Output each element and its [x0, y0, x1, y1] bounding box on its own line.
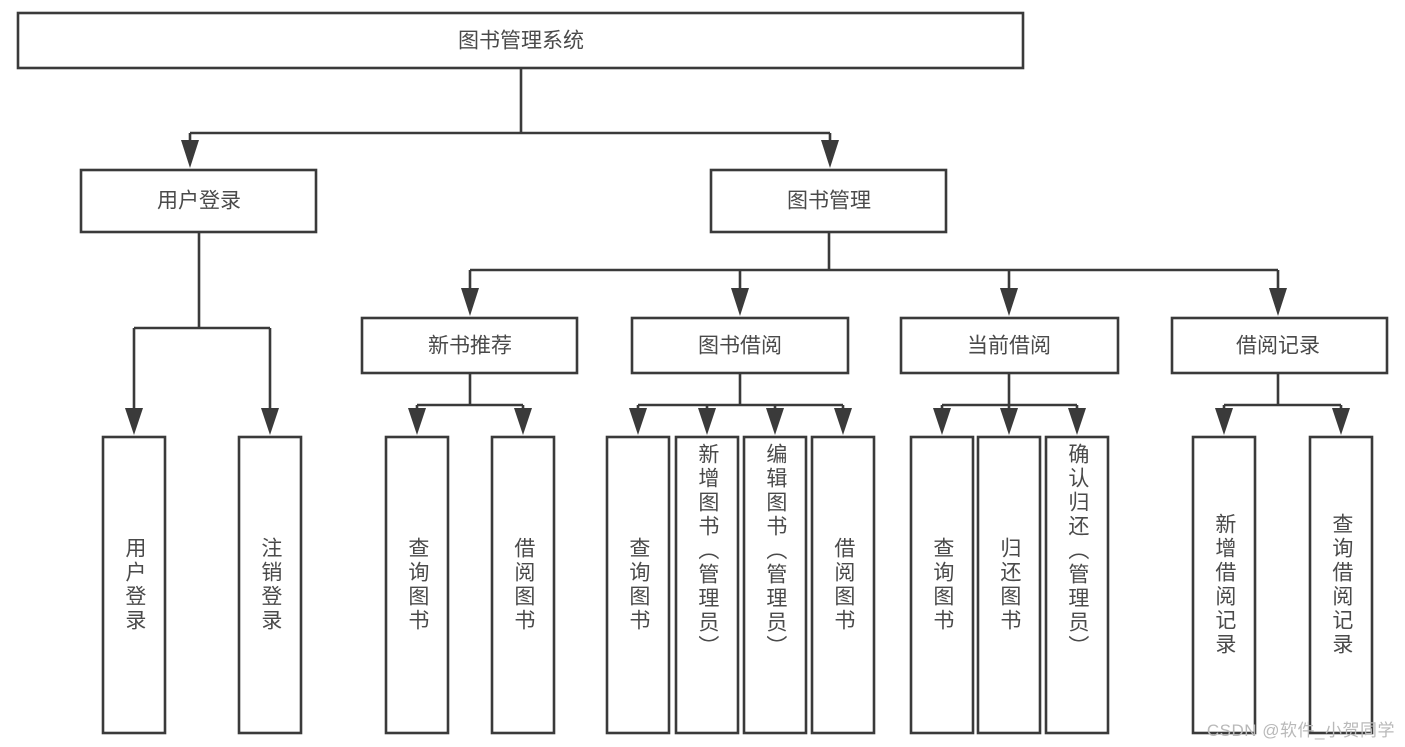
arrowhead-leaf-logout [261, 408, 279, 435]
arrowhead-borrowrecord-leaf-2 [1332, 408, 1350, 435]
node-root-label: 图书管理系统 [458, 30, 584, 53]
node-current-borrow[interactable] [899, 316, 1120, 375]
node-book-management[interactable] [709, 168, 948, 234]
arrowhead-user-login [181, 140, 199, 168]
arrowhead-bookborrow-leaf-3 [766, 408, 784, 435]
arrowhead-new-book [461, 288, 479, 316]
arrowhead-borrowrecord-leaf-1 [1215, 408, 1233, 435]
node-current-borrow-label: 当前借阅 [967, 335, 1051, 358]
arrowhead-bookborrow-leaf-4 [834, 408, 852, 435]
arrowhead-leaf-user-login [125, 408, 143, 435]
arrowhead-currentborrow-leaf-2 [1000, 408, 1018, 435]
node-borrow-record[interactable] [1170, 316, 1389, 375]
leaf-user-login-2[interactable] [237, 435, 303, 735]
leaf-book-borrow-3[interactable] [742, 435, 808, 735]
leaf-book-borrow-1[interactable] [605, 435, 671, 735]
arrowhead-currentborrow-leaf-3 [1068, 408, 1086, 435]
node-user-login[interactable] [79, 168, 318, 234]
leaf-borrow-record-2[interactable] [1308, 435, 1374, 735]
node-borrow-record-label: 借阅记录 [1236, 335, 1320, 358]
arrowhead-newbook-leaf-1 [408, 408, 426, 435]
watermark-text: CSDN @软件_小贺同学 [1206, 721, 1395, 740]
node-new-book-recommend-label: 新书推荐 [428, 335, 512, 358]
node-root[interactable] [16, 11, 1025, 70]
arrowhead-current-borrow [1000, 288, 1018, 316]
connector-layer [125, 68, 1350, 435]
node-new-book-recommend[interactable] [360, 316, 579, 375]
leaf-current-borrow-2[interactable] [976, 435, 1042, 735]
leaf-book-borrow-4[interactable] [810, 435, 876, 735]
leaf-current-borrow-3[interactable] [1044, 435, 1110, 735]
arrowhead-book-borrow [731, 288, 749, 316]
arrowhead-borrow-record [1269, 288, 1287, 316]
node-book-management-label: 图书管理 [787, 190, 871, 213]
leaf-borrow-record-1[interactable] [1191, 435, 1257, 735]
node-book-borrow-label: 图书借阅 [698, 335, 782, 358]
node-layer: 图书管理系统 用户登录 图书管理 新书推荐 图书借阅 当前借阅 借阅记录 [16, 11, 1389, 735]
leaf-new-book-2[interactable] [490, 435, 556, 735]
arrowhead-newbook-leaf-2 [514, 408, 532, 435]
arrowhead-bookborrow-leaf-1 [629, 408, 647, 435]
leaf-current-borrow-1[interactable] [909, 435, 975, 735]
leaf-book-borrow-2[interactable] [674, 435, 740, 735]
node-user-login-label: 用户登录 [157, 190, 241, 213]
arrowhead-bookborrow-leaf-2 [698, 408, 716, 435]
node-book-borrow[interactable] [630, 316, 850, 375]
leaf-user-login-1[interactable] [101, 435, 167, 735]
leaf-new-book-1[interactable] [384, 435, 450, 735]
arrowhead-currentborrow-leaf-1 [933, 408, 951, 435]
arrowhead-book-manage [821, 140, 839, 168]
